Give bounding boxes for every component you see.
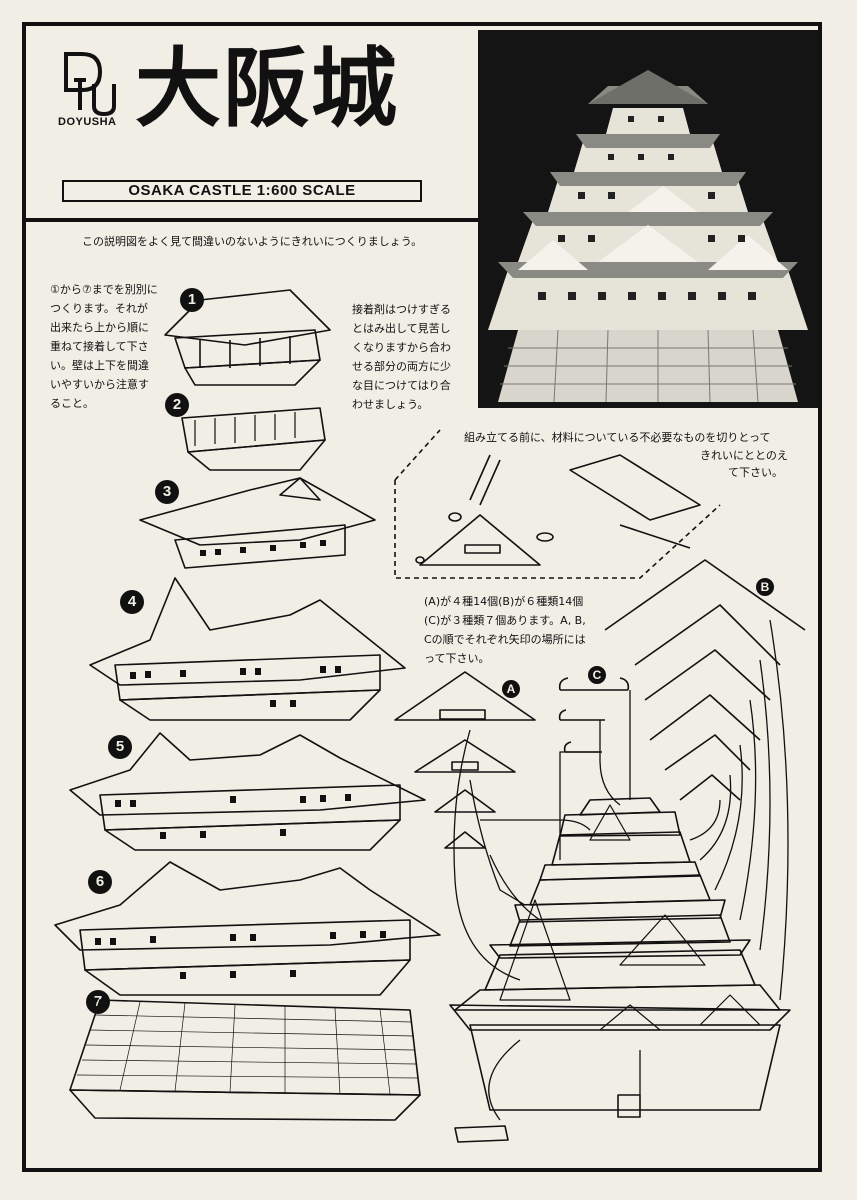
trim-note-line3: て下さい。 xyxy=(728,466,783,479)
part-badge-b: B xyxy=(756,578,774,596)
page-title-english: OSAKA CASTLE 1:600 SCALE xyxy=(62,180,422,202)
trim-note-line2: きれいにととのえ xyxy=(700,449,788,462)
step-badge-2: 2 xyxy=(165,393,189,417)
step-badge-4: 4 xyxy=(120,590,144,614)
step-badge-7: 7 xyxy=(86,990,110,1014)
brand-name: DOYUSHA xyxy=(58,116,117,128)
doyusha-logo-icon xyxy=(64,52,116,117)
part-badge-a: A xyxy=(502,680,520,698)
trim-note-line1: 組み立てる前に、材料についている不必要なものを切りとって xyxy=(464,431,771,444)
parts-note: (A)が４種14個(B)が６種類14個(C)が３種類７個あります。A, B, C… xyxy=(424,595,586,665)
assembly-order-note: ①から⑦までを別別につくります。それが出来たら上から順に重ねて接着して下さい。壁… xyxy=(50,283,158,410)
intro-text: この説明図をよく見て間違いのないようにきれいにつくりましょう。 xyxy=(82,235,423,248)
castle-photo-image xyxy=(488,70,808,403)
step-badge-1: 1 xyxy=(180,288,204,312)
step-badge-3: 3 xyxy=(155,480,179,504)
step-badge-5: 5 xyxy=(108,735,132,759)
page-border xyxy=(22,22,822,1172)
part-badge-c: C xyxy=(588,666,606,684)
header-divider xyxy=(22,218,478,222)
page-title-japanese: 大阪城 xyxy=(135,38,399,139)
step-badge-6: 6 xyxy=(88,870,112,894)
glue-note: 接着剤はつけすぎるとはみ出して見苦しくなりますから合わせる部分の両方に少な目につ… xyxy=(352,303,451,411)
castle-photo xyxy=(478,30,818,408)
